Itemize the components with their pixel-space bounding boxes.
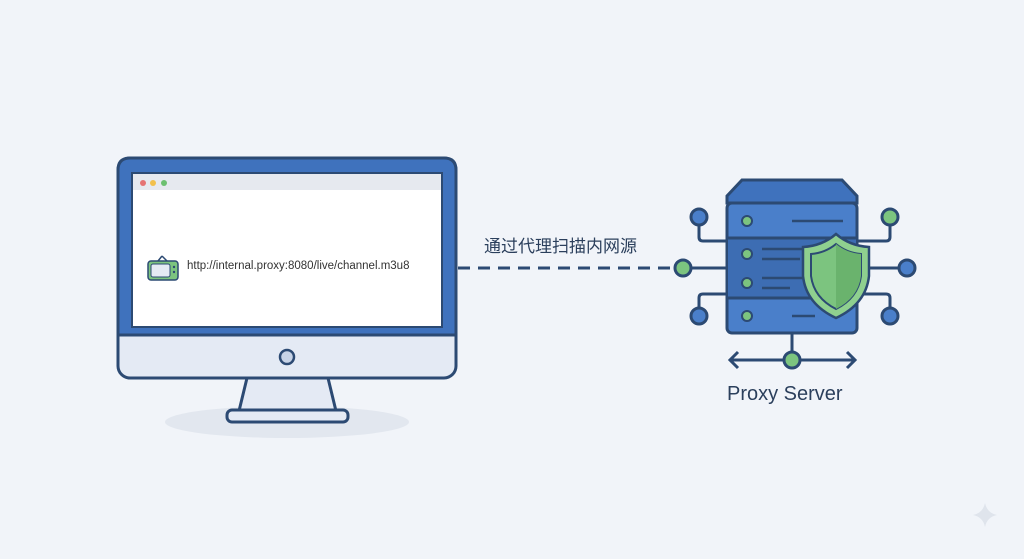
minimize-dot-icon (150, 180, 156, 186)
stream-url: http://internal.proxy:8080/live/channel.… (187, 260, 410, 272)
monitor (116, 156, 458, 424)
monitor-power-button (278, 348, 296, 366)
node-icon (880, 207, 900, 227)
server-label: Proxy Server (727, 383, 843, 405)
node-icon (689, 207, 709, 227)
proxy-server-icon (725, 178, 871, 335)
node-icon (782, 350, 802, 370)
node-icon (689, 306, 709, 326)
sparkle-icon (973, 503, 997, 527)
tv-icon (147, 255, 179, 281)
node-icon (897, 258, 917, 278)
node-icon (673, 258, 693, 278)
monitor-stand (237, 376, 338, 413)
monitor-screen (131, 172, 443, 328)
shield-icon (801, 232, 871, 320)
network-nodes (673, 207, 917, 370)
monitor-base (225, 408, 350, 424)
close-dot-icon (140, 180, 146, 186)
maximize-dot-icon (161, 180, 167, 186)
connection-caption: 通过代理扫描内网源 (484, 237, 637, 257)
browser-titlebar (133, 174, 441, 190)
node-icon (880, 306, 900, 326)
